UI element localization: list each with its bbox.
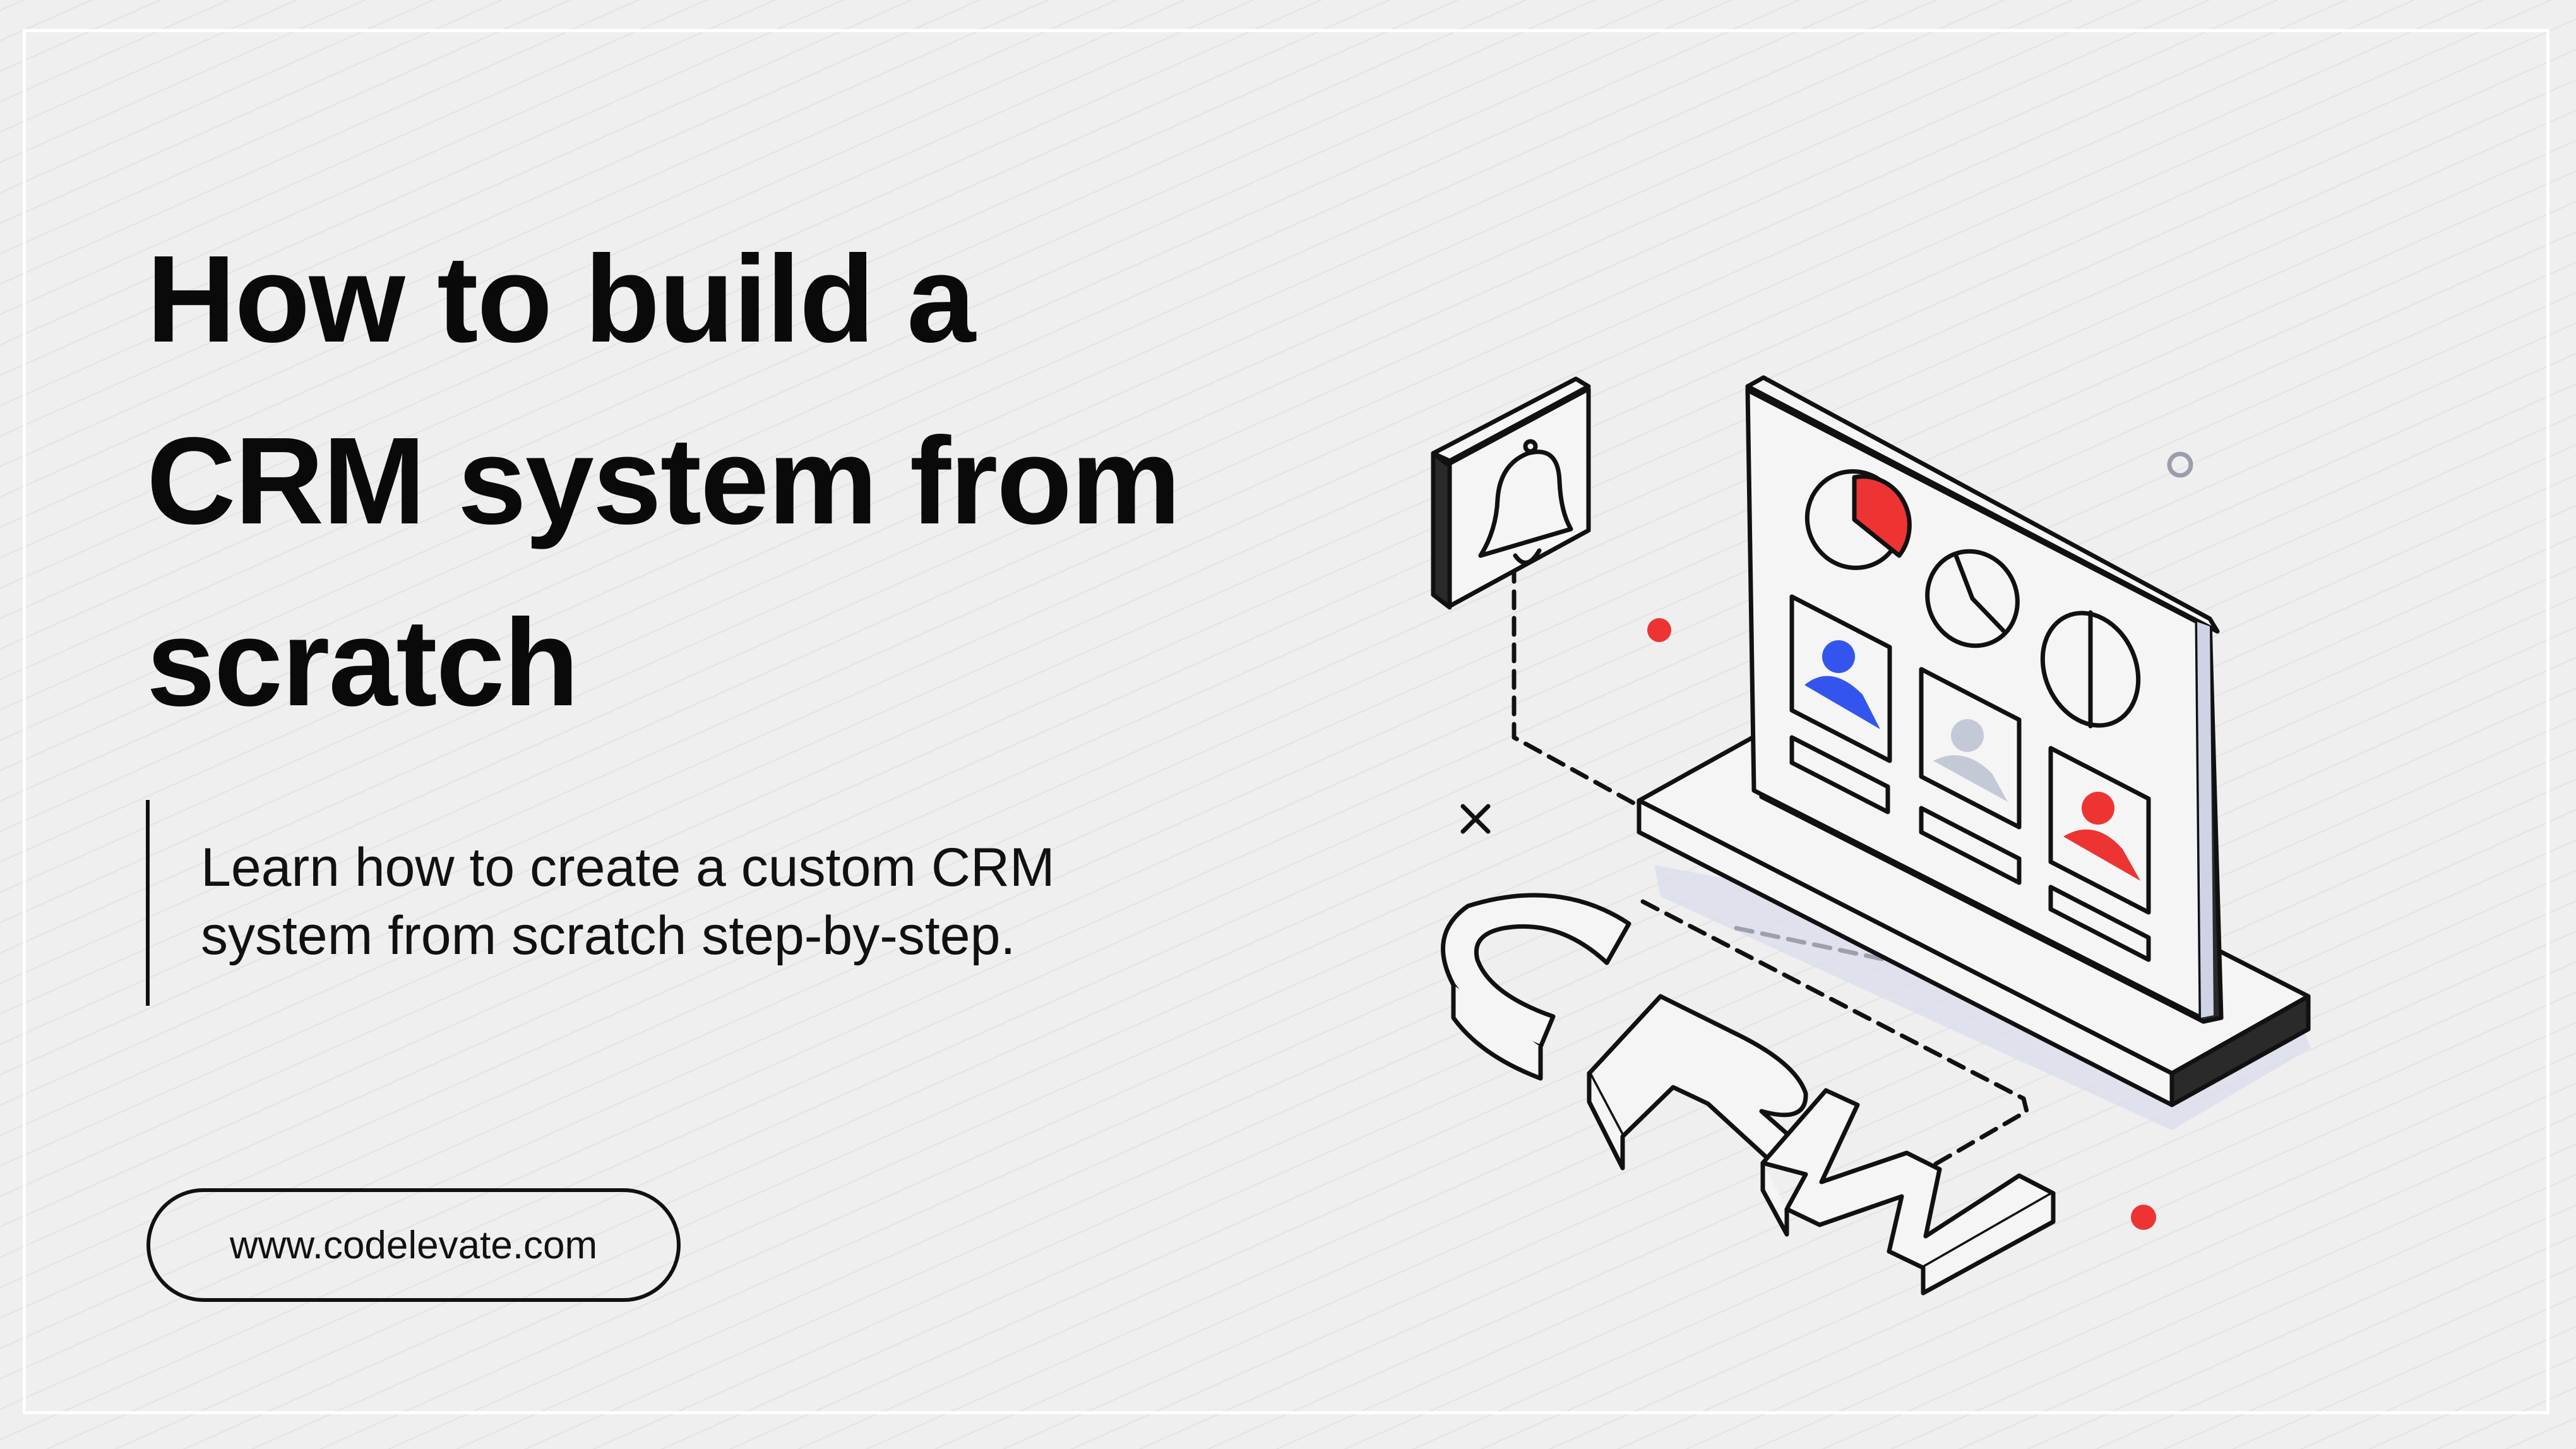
notification-tile bbox=[1431, 376, 1591, 610]
user-icon bbox=[2082, 792, 2114, 825]
crm-illustration bbox=[1431, 375, 2311, 1296]
pie-chart-icon bbox=[1804, 469, 1912, 570]
user-icon bbox=[1951, 719, 1984, 752]
crm-letters bbox=[1441, 893, 2056, 1296]
bell-icon bbox=[1478, 439, 1573, 565]
red-dot-decoration bbox=[2131, 1205, 2156, 1230]
headline-line-3: scratch bbox=[146, 593, 579, 732]
subtitle: Learn how to create a custom CRM system … bbox=[201, 833, 1274, 970]
letter-m bbox=[1760, 1088, 2056, 1270]
profile-card bbox=[1919, 667, 2022, 885]
pie-chart-icon bbox=[1925, 549, 2020, 648]
profile-card bbox=[2048, 746, 2151, 962]
headline-line-2: CRM system from bbox=[146, 412, 1181, 550]
letter-r bbox=[1587, 994, 1808, 1168]
headline-line-1: How to build a bbox=[146, 230, 975, 368]
user-icon bbox=[1822, 640, 1855, 673]
profile-card bbox=[1789, 594, 1892, 814]
white-frame bbox=[23, 29, 2549, 1414]
pie-chart-icon bbox=[2040, 610, 2141, 729]
subtitle-line-2: system from scratch step-by-step. bbox=[201, 905, 1016, 966]
close-icon bbox=[1460, 804, 1491, 834]
subtitle-rule bbox=[146, 800, 150, 1006]
dashed-connector bbox=[1512, 563, 1645, 811]
subtitle-line-1: Learn how to create a custom CRM bbox=[201, 837, 1055, 898]
red-dot-decoration bbox=[1647, 618, 1671, 642]
ring-decoration bbox=[2167, 451, 2193, 478]
headline: How to build a CRM system from scratch bbox=[146, 208, 1283, 754]
dashed-connector bbox=[1640, 899, 2029, 1183]
website-link-button[interactable]: www.codelevate.com bbox=[146, 1188, 681, 1302]
